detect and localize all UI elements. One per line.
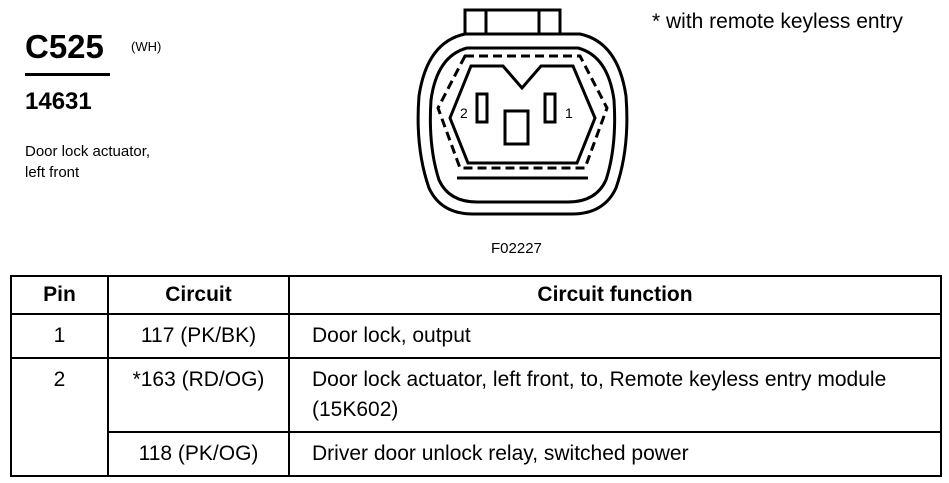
terminal-cavity <box>448 64 597 165</box>
pin-label-1: 1 <box>565 105 573 121</box>
cell-circuit-function: Door lock, output <box>288 313 942 359</box>
cell-circuit: 118 (PK/OG) <box>107 431 290 477</box>
figure-id: F02227 <box>491 240 542 257</box>
connector-inner-shell <box>428 46 617 204</box>
pin-label-2: 2 <box>460 105 468 121</box>
cell-circuit-function: Door lock actuator, left front, to, Remo… <box>288 357 942 433</box>
table-row: 1 117 (PK/BK) Door lock, output <box>10 313 942 359</box>
table-row: 2 *163 (RD/OG) Door lock actuator, left … <box>10 357 942 477</box>
cell-circuit: 117 (PK/BK) <box>107 313 290 359</box>
cell-circuit-function: Driver door unlock relay, switched power <box>288 431 942 477</box>
connector-face-diagram: 2 1 <box>416 8 629 216</box>
seal-outline <box>436 54 609 170</box>
terminal-pin-1 <box>543 92 557 124</box>
header-circuit-function: Circuit function <box>288 275 942 315</box>
part-number: 14631 <box>25 88 92 115</box>
connector-description: Door lock actuator, left front <box>25 141 150 183</box>
cell-pin: 1 <box>10 313 109 359</box>
header-pin: Pin <box>10 275 109 315</box>
cell-pin: 2 <box>10 357 109 477</box>
footnote: * with remote keyless entry <box>652 10 903 33</box>
title-underline <box>25 73 110 76</box>
pinout-table: Pin Circuit Circuit function 1 117 (PK/B… <box>10 275 942 477</box>
header-circuit: Circuit <box>107 275 290 315</box>
table-row: 118 (PK/OG) Driver door unlock relay, sw… <box>11 431 942 477</box>
description-line-2: left front <box>25 164 80 181</box>
connector-id: C525 <box>25 28 104 65</box>
cell-circuit: *163 (RD/OG) <box>107 357 290 433</box>
table-header-row: Pin Circuit Circuit function <box>10 275 942 315</box>
description-line-1: Door lock actuator, <box>25 143 151 160</box>
center-key <box>503 109 530 146</box>
terminal-pin-2 <box>475 92 489 124</box>
connector-color-code: (WH) <box>131 39 162 54</box>
